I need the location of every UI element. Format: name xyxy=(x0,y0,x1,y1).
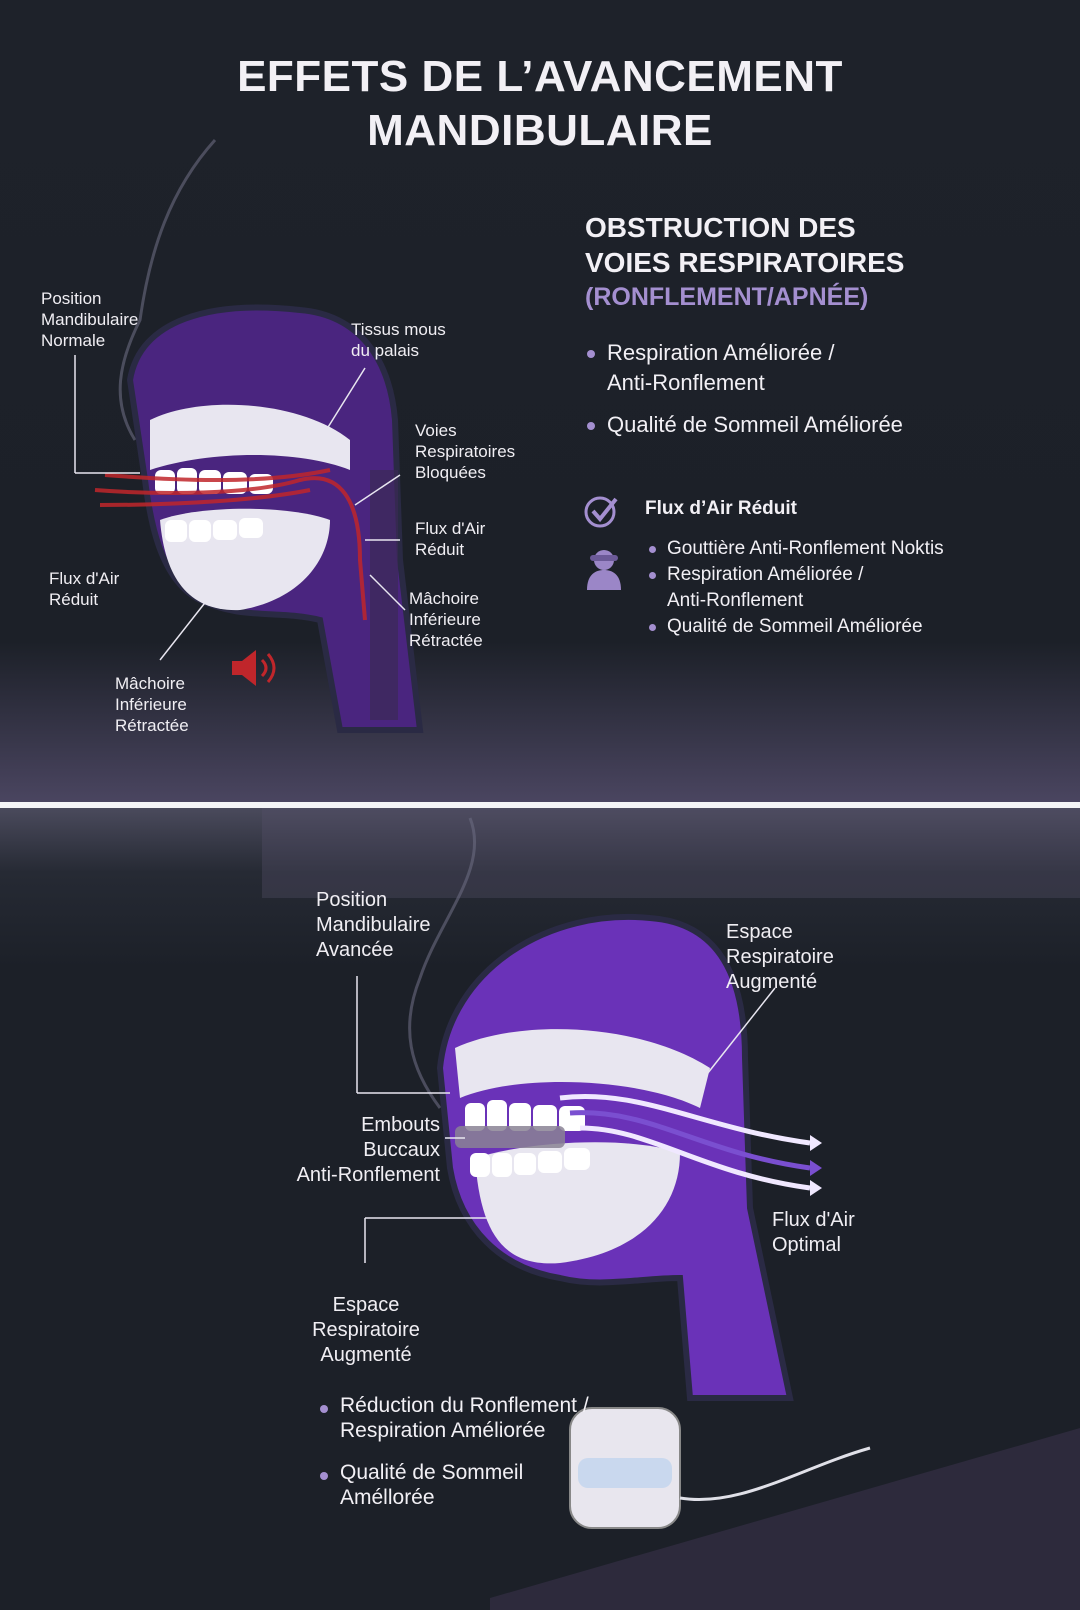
person-sleeping-icon xyxy=(587,550,621,590)
check-circle-icon xyxy=(584,496,618,528)
sub-bullet-sommeil: Qualité de Sommeil Améliorée xyxy=(647,614,923,640)
sub-bullet-gouttiere: Gouttière Anti-Ronflement Noktis xyxy=(647,536,944,562)
mouthguard-case xyxy=(490,1407,1080,1610)
lower-teeth xyxy=(165,518,263,542)
blocked-airflow xyxy=(94,468,367,621)
airway-open-illustration xyxy=(262,808,1080,1610)
flux-reduit-heading: Flux d’Air Réduit xyxy=(645,498,797,519)
panel-divider xyxy=(0,802,1080,808)
speaker-icon xyxy=(232,650,276,686)
bullet-respiration: Respiration Améliorée /Anti-Ronflement xyxy=(585,338,834,398)
sub-bullet-respiration: Respiration Améliorée /Anti-Ronflement xyxy=(647,562,863,613)
mouthguard xyxy=(455,1126,565,1148)
bullet-sommeil: Qualité de Sommeil Améliorée xyxy=(585,410,903,440)
optimal-airflow xyxy=(559,1093,811,1191)
airway-obstructed-illustration xyxy=(74,138,424,733)
bullet-reduction: Réduction du Ronflement /Respiration Amé… xyxy=(318,1393,589,1443)
lower-teeth xyxy=(470,1148,590,1177)
